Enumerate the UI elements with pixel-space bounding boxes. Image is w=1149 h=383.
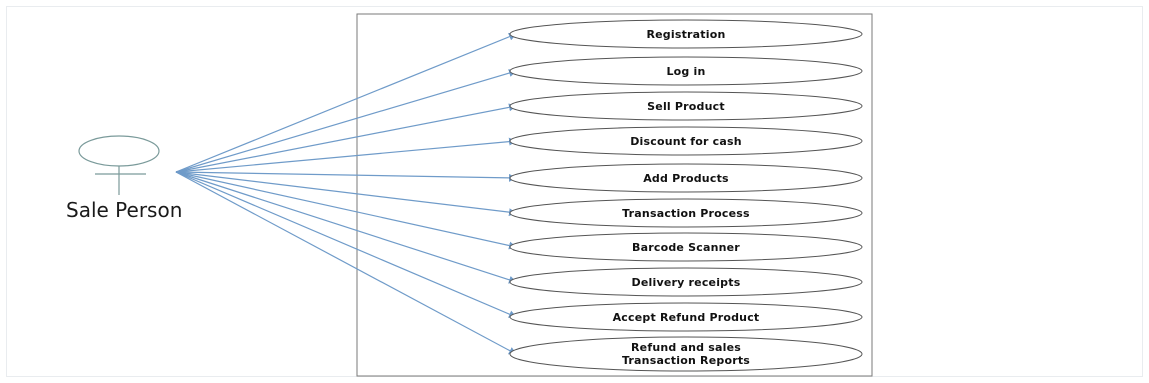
use-case-barcode-scanner: Barcode Scanner (509, 232, 863, 262)
actor-name: Sale Person (66, 198, 182, 222)
use-case-sell-product: Sell Product (509, 91, 863, 121)
use-case-label: Log in (666, 65, 705, 78)
association-transaction-process (175, 171, 517, 217)
use-case-label: Add Products (643, 172, 729, 185)
association-delivery-receipts (175, 171, 517, 284)
use-case-ellipse (509, 302, 863, 332)
use-case-ellipse (509, 232, 863, 262)
association-sell-product (175, 103, 517, 173)
use-case-accept-refund-product: Accept Refund Product (509, 302, 863, 332)
use-case-label: Registration (646, 28, 725, 41)
use-case-ellipse (509, 91, 863, 121)
use-case-label: Discount for cash (630, 135, 742, 148)
use-case-transaction-process: Transaction Process (509, 198, 863, 228)
use-case-ellipse (509, 336, 863, 372)
actor-sale-person: Sale Person (66, 135, 182, 222)
use-case-ellipse (509, 126, 863, 156)
use-case-label: Barcode Scanner (632, 241, 740, 254)
use-case-add-products: Add Products (509, 163, 863, 193)
use-case-log-in: Log in (509, 56, 863, 86)
use-case-label: Transaction Process (622, 207, 750, 220)
use-case-ellipse (509, 19, 863, 49)
use-case-registration: Registration (509, 19, 863, 49)
use-case-label: Accept Refund Product (613, 311, 760, 324)
association-accept-refund-product (175, 171, 517, 318)
use-case-label-line2: Transaction Reports (622, 354, 750, 367)
association-add-products (175, 171, 517, 182)
association-log-in (175, 69, 517, 173)
use-case-ellipse (509, 198, 863, 228)
actor-head (78, 135, 160, 167)
association-barcode-scanner (175, 171, 517, 250)
association-discount-for-cash (175, 137, 517, 173)
use-case-discount-for-cash: Discount for cash (509, 126, 863, 156)
use-case-label: Refund and sales (631, 341, 741, 354)
use-case-label: Sell Product (647, 100, 725, 113)
use-case-ellipse (509, 163, 863, 193)
association-registration (175, 32, 517, 173)
use-case-label: Delivery receipts (632, 276, 741, 289)
use-case-delivery-receipts: Delivery receipts (509, 267, 863, 297)
association-lines (175, 32, 517, 355)
association-refund-and-sales-transaction-reports (175, 171, 517, 355)
use-case-ellipse (509, 267, 863, 297)
use-case-ellipse (509, 56, 863, 86)
